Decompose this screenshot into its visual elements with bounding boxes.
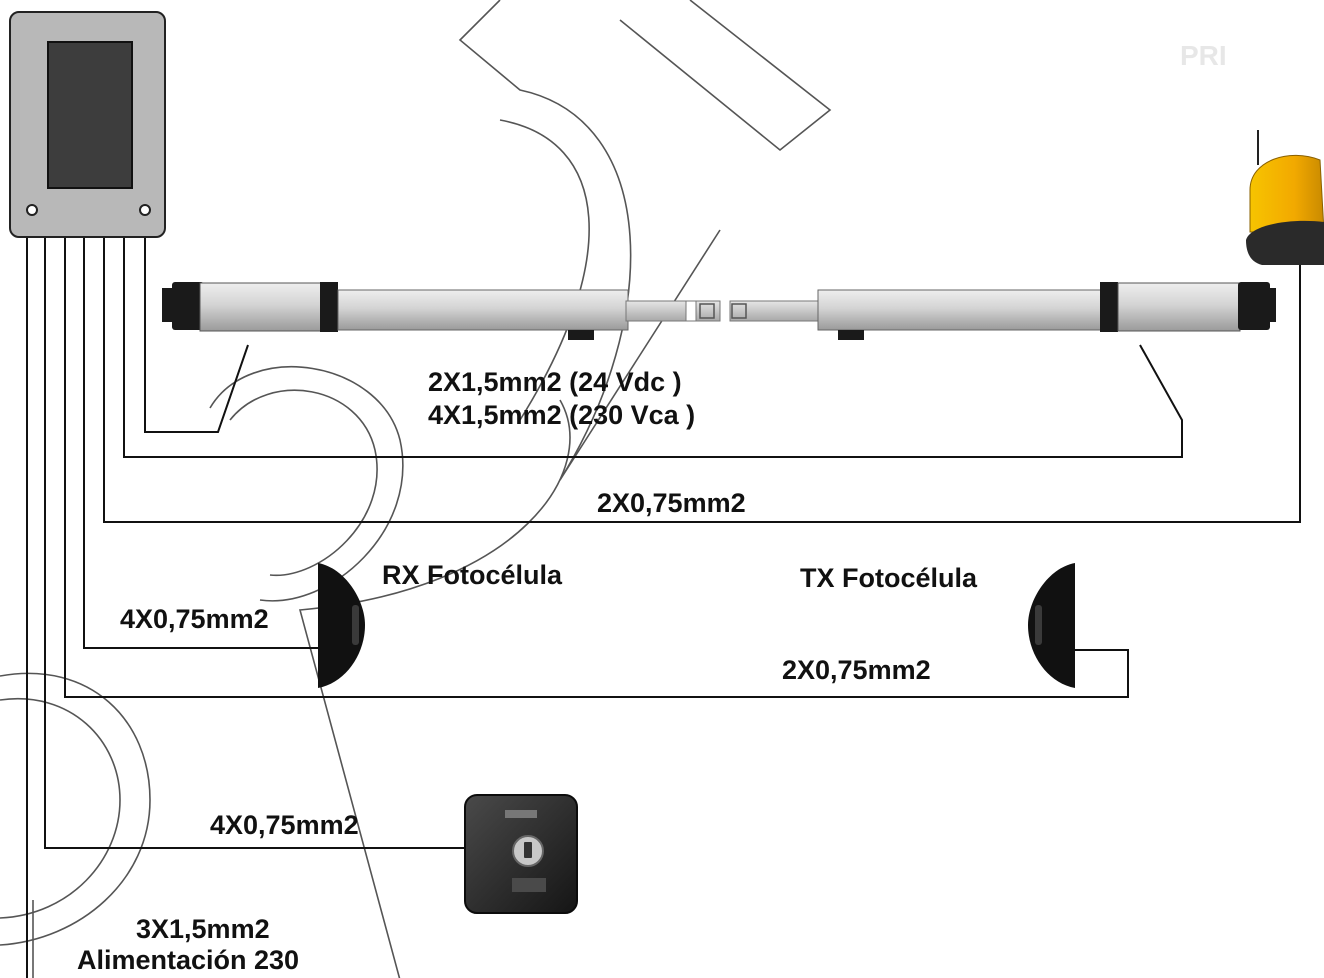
tx-cable-label: 2X0,75mm2 xyxy=(782,655,931,685)
wire-tx-photocell xyxy=(64,235,1129,698)
wiring xyxy=(26,235,1301,978)
watermark xyxy=(0,0,832,978)
wire-rx-photocell xyxy=(83,235,318,649)
rx-cable-label: 4X0,75mm2 xyxy=(120,604,269,634)
power-cable-label: 3X1,5mm2 xyxy=(136,914,270,944)
watermark-text: PRI xyxy=(1180,40,1227,71)
wire-lamp xyxy=(103,235,1301,523)
tx-photocell-title: TX Fotocélula xyxy=(800,563,978,593)
wire-motor-left xyxy=(144,235,249,433)
control-box xyxy=(9,11,166,238)
rx-photocell-title: RX Fotocélula xyxy=(382,560,563,590)
motor-cable-label-230v: 4X1,5mm2 (230 Vca ) xyxy=(428,400,696,430)
power-supply-label: Alimentación 230 xyxy=(77,945,300,975)
motor-cable-label-24v: 2X1,5mm2 (24 Vdc ) xyxy=(428,367,682,397)
key-cable-label: 4X0,75mm2 xyxy=(210,810,359,840)
lamp-cable-label: 2X0,75mm2 xyxy=(597,488,746,518)
wire-motor-right xyxy=(123,235,1183,458)
rx-photocell xyxy=(318,563,365,688)
key-switch xyxy=(464,794,578,914)
tx-photocell xyxy=(1028,563,1075,688)
wire-key-switch xyxy=(44,235,465,849)
screw-right xyxy=(139,204,151,216)
actuator-right xyxy=(729,282,1276,340)
actuator-left xyxy=(162,282,721,340)
screw-left xyxy=(26,204,38,216)
warning-lamp xyxy=(1246,130,1324,265)
